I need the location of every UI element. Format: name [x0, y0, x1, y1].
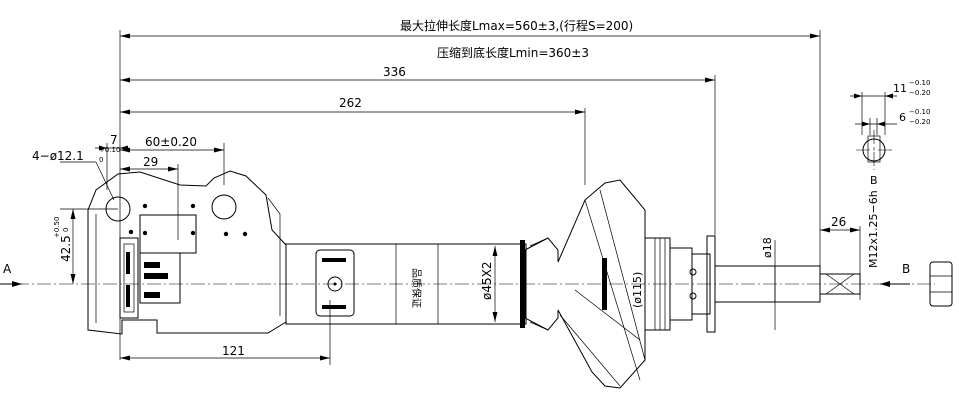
- dim-42-5: 42.5: [59, 235, 73, 262]
- dim-29: 29: [143, 155, 158, 169]
- left-dimensions: 7 60±0.20 29 4−ø12.1 +0.10 0 42.5 +0.50 …: [32, 133, 331, 365]
- detail-b: 11 −0.10 −0.20 6 −0.10 −0.20 B: [850, 79, 930, 187]
- dim-45: ø45X2: [480, 262, 494, 300]
- shock-body: 品质保证 ø45X2: [285, 240, 527, 328]
- dim-115: (ø115): [631, 272, 644, 308]
- mount-hole-1: [105, 196, 131, 222]
- dim-121: 121: [222, 344, 245, 358]
- dim-11: 11: [893, 82, 907, 95]
- upper-cap: [644, 235, 716, 333]
- d6-tol-lower: −0.20: [909, 118, 930, 126]
- lmin-label: 压缩到底长度Lmin=360±3: [437, 45, 589, 60]
- dim-262: 262: [339, 96, 362, 110]
- dim-7: 7: [110, 133, 118, 147]
- view-b-arrow: B: [880, 261, 953, 307]
- mount-bracket: [87, 170, 287, 335]
- view-b-label: B: [902, 262, 910, 276]
- dim-18: ø18: [761, 237, 774, 258]
- holes-tol-upper: +0.10: [99, 146, 120, 154]
- h42-tol-upper: +0.50: [53, 217, 61, 238]
- view-a-label: A: [3, 262, 12, 276]
- dim-6: 6: [899, 111, 906, 124]
- d11-tol-lower: −0.20: [909, 89, 930, 97]
- dim-60: 60±0.20: [145, 135, 197, 149]
- d11-tol-upper: −0.10: [909, 79, 930, 87]
- thread-label: M12x1.25−6h: [867, 190, 880, 268]
- top-dimensions: 最大拉伸长度Lmax=560±3,(行程S=200) 压缩到底长度Lmin=36…: [119, 18, 821, 360]
- view-a-arrow: A: [0, 262, 22, 287]
- holes-tol-lower: 0: [99, 156, 103, 164]
- stabilizer-bracket: [315, 249, 355, 317]
- piston-rod: ø18 26 M12x1.25−6h: [714, 190, 880, 330]
- h42-tol-lower: 0: [62, 228, 70, 232]
- nut: [929, 261, 953, 307]
- d6-tol-upper: −0.10: [909, 108, 930, 116]
- mount-hole-2: [211, 194, 237, 220]
- holes-label: 4−ø12.1: [32, 149, 84, 163]
- lmax-label: 最大拉伸长度Lmax=560±3,(行程S=200): [400, 18, 633, 33]
- body-text: 品质保证: [410, 268, 423, 308]
- detail-b-label: B: [870, 174, 878, 187]
- dim-336: 336: [383, 65, 406, 79]
- spring-seat: (ø115): [524, 179, 646, 389]
- dim-26: 26: [831, 215, 846, 229]
